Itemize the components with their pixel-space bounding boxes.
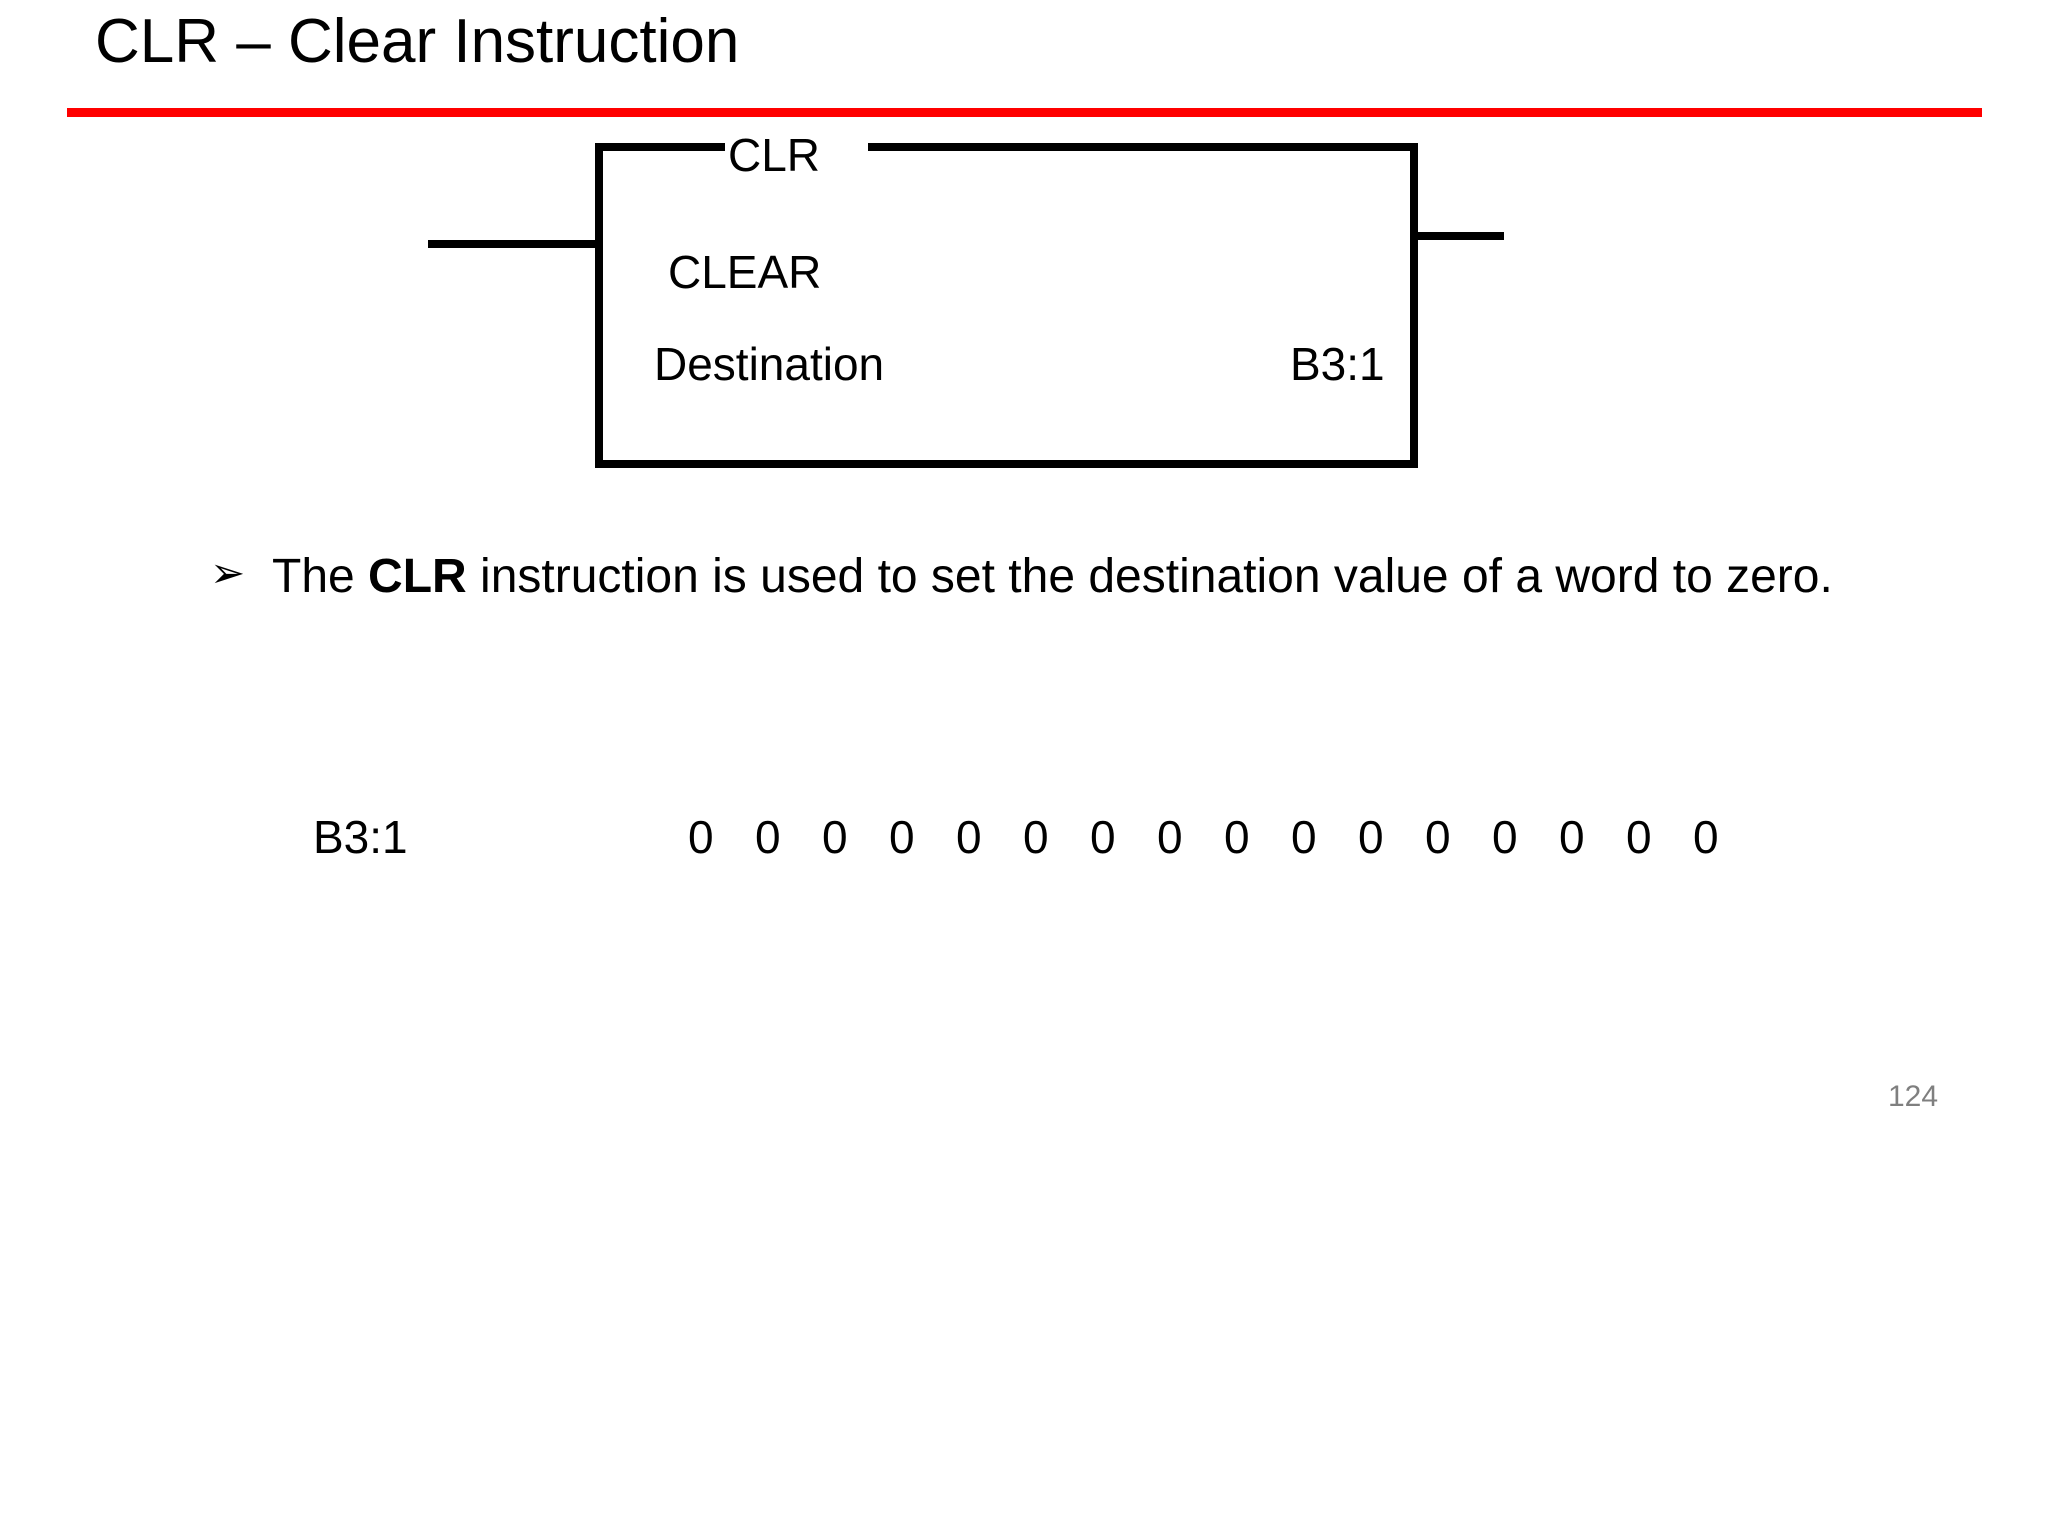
- clr-instruction-block: CLR CLEAR Destination B3:1: [0, 0, 2048, 520]
- data-word-bit: 0: [1291, 811, 1317, 863]
- bullet-text-emphasis: CLR: [368, 550, 467, 603]
- bullet-item-text: The CLR instruction is used to set the d…: [272, 545, 1890, 610]
- data-word-bit: 0: [688, 811, 714, 863]
- data-word-bit: 0: [1425, 811, 1451, 863]
- instruction-mnemonic-label: CLR: [728, 129, 821, 181]
- title-underline-rule: [67, 108, 1982, 117]
- data-word-address-label: B3:1: [313, 811, 408, 863]
- operand-field-label: Destination: [654, 338, 885, 390]
- data-word-bit: 0: [1492, 811, 1518, 863]
- data-word-bit: 0: [1090, 811, 1116, 863]
- instruction-name-label: CLEAR: [668, 246, 822, 298]
- data-word-bit: 0: [755, 811, 781, 863]
- data-word-bit: 0: [1626, 811, 1652, 863]
- slide-number: 124: [1888, 1080, 1939, 1113]
- arrow-bullet-icon: ➢: [210, 548, 246, 597]
- page-title: CLR – Clear Instruction: [95, 7, 740, 76]
- data-word-bit: 0: [822, 811, 848, 863]
- instruction-box-right-edge: [1410, 143, 1418, 468]
- instruction-box-top-left-edge: [595, 143, 725, 151]
- data-word-bit: 0: [1693, 811, 1719, 863]
- bullet-list-item: ➢ The CLR instruction is used to set the…: [210, 545, 1890, 610]
- data-word-bit: 0: [1224, 811, 1250, 863]
- bullet-text-before: The: [272, 550, 369, 603]
- data-word-bit: 0: [1023, 811, 1049, 863]
- data-word-bit: 0: [1157, 811, 1183, 863]
- data-word-bit: 0: [889, 811, 915, 863]
- instruction-box-bottom-edge: [595, 460, 1418, 468]
- operand-address-value: B3:1: [1290, 338, 1385, 390]
- rung-input-wire: [428, 240, 598, 248]
- rung-output-wire: [1414, 232, 1504, 240]
- data-word-bit: 0: [956, 811, 982, 863]
- data-word-bit: 0: [1559, 811, 1585, 863]
- data-word-bit: 0: [1358, 811, 1384, 863]
- instruction-box-left-edge: [595, 143, 603, 468]
- bullet-text-after: instruction is used to set the destinati…: [466, 550, 1833, 603]
- instruction-box-top-right-edge: [868, 143, 1418, 151]
